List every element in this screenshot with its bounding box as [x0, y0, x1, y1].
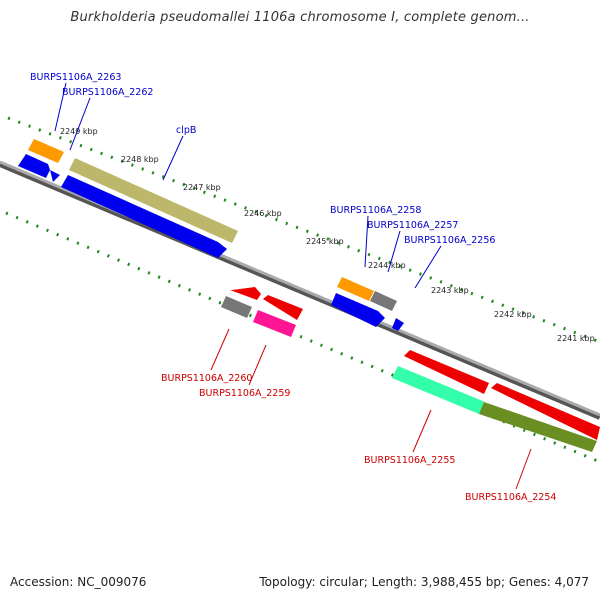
gene-red-2254[interactable]: [491, 383, 600, 440]
gene-label[interactable]: clpB: [176, 125, 196, 136]
gene-label[interactable]: BURPS1106A_2256: [404, 235, 495, 246]
lower-label-connectors: [210, 328, 532, 490]
gene-label[interactable]: BURPS1106A_2254: [465, 492, 556, 503]
lower-strand-genes: [221, 287, 600, 452]
gene-label[interactable]: BURPS1106A_2258: [330, 205, 421, 216]
gene-olive-2254[interactable]: [479, 402, 597, 452]
gene-blue-arrowhead[interactable]: [50, 170, 60, 182]
gene-label[interactable]: BURPS1106A_2263: [30, 72, 121, 83]
gene-pink-2259[interactable]: [253, 310, 296, 337]
kbp-label: 2248 kbp: [121, 155, 159, 164]
kbp-label: 2242 kbp: [494, 310, 532, 319]
gene-orange-2258[interactable]: [337, 277, 374, 301]
kbp-label: 2246 kbp: [244, 209, 282, 218]
genome-summary: Topology: circular; Length: 3,988,455 bp…: [259, 575, 589, 589]
kbp-label: 2245 kbp: [306, 237, 344, 246]
gene-blue-small[interactable]: [18, 154, 50, 178]
accession-info: Accession: NC_009076: [10, 575, 147, 589]
map-title: Burkholderia pseudomallei 1106a chromoso…: [70, 10, 530, 25]
gene-orange[interactable]: [28, 139, 64, 163]
lower-gene-labels: BURPS1106A_2260 BURPS1106A_2259 BURPS110…: [161, 373, 556, 503]
gene-blue-large[interactable]: [61, 175, 227, 258]
gene-gray-2257[interactable]: [370, 291, 397, 311]
gene-label[interactable]: BURPS1106A_2255: [364, 455, 455, 466]
gene-blue-2256[interactable]: [392, 318, 404, 331]
kbp-label: 2241 kbp: [557, 334, 595, 343]
scale-labels: 2249 kbp 2248 kbp 2247 kbp 2246 kbp 2245…: [60, 127, 595, 343]
gene-label[interactable]: BURPS1106A_2262: [62, 87, 153, 98]
upper-tick-ruler: [7, 116, 600, 344]
upper-gene-labels: BURPS1106A_2263 BURPS1106A_2262 clpB BUR…: [30, 72, 495, 246]
upper-strand-genes: [18, 139, 404, 331]
chromosome-backbone-shadow: [0, 161, 600, 420]
gene-gray-2260[interactable]: [221, 296, 252, 318]
gene-label[interactable]: BURPS1106A_2257: [367, 220, 458, 231]
gene-aqua-2255[interactable]: [392, 366, 485, 414]
gene-label[interactable]: BURPS1106A_2260: [161, 373, 252, 384]
gene-clpb[interactable]: [69, 158, 238, 243]
gene-red-2260[interactable]: [263, 295, 303, 320]
upper-label-connectors: [54, 82, 442, 289]
gene-label[interactable]: BURPS1106A_2259: [199, 388, 290, 399]
kbp-label: 2247 kbp: [183, 183, 221, 192]
gene-blue-2258[interactable]: [331, 293, 385, 327]
gene-red-small[interactable]: [230, 287, 261, 300]
kbp-label: 2244 kbp: [368, 261, 406, 270]
kbp-label: 2249 kbp: [60, 127, 98, 136]
kbp-label: 2243 kbp: [431, 286, 469, 295]
gene-red-2255[interactable]: [404, 350, 489, 394]
